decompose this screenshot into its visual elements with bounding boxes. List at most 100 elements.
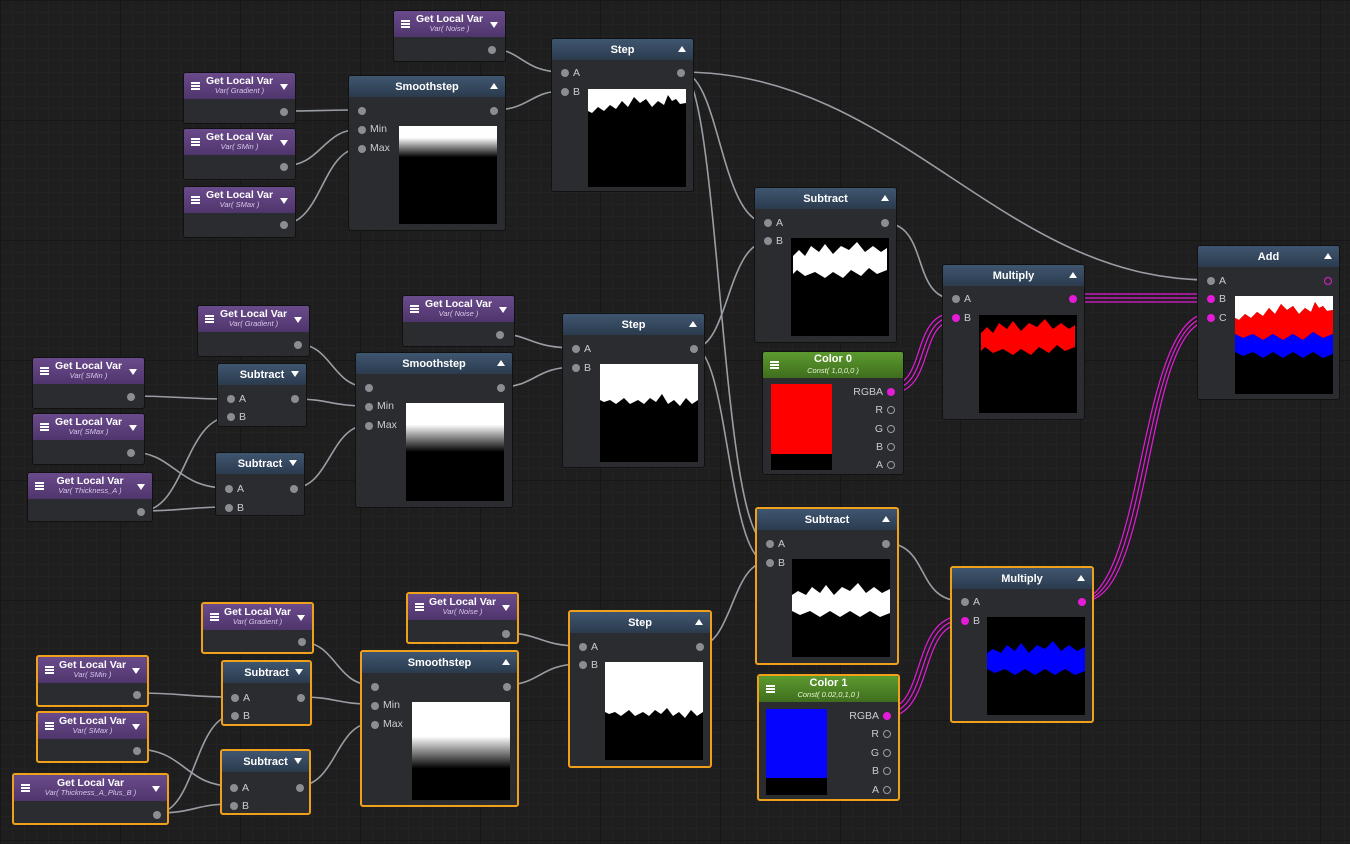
collapse-icon[interactable] <box>1324 253 1332 259</box>
menu-icon[interactable] <box>766 685 775 693</box>
dropdown-icon[interactable] <box>502 605 510 611</box>
input-port-b[interactable] <box>561 88 569 96</box>
input-port-b[interactable] <box>1207 295 1215 303</box>
input-port-a[interactable] <box>225 485 233 493</box>
input-port-b[interactable] <box>952 314 960 322</box>
dropdown-icon[interactable] <box>490 22 498 28</box>
dropdown-icon[interactable] <box>280 198 288 204</box>
input-port-b[interactable] <box>231 712 239 720</box>
input-port[interactable] <box>371 683 379 691</box>
output-port[interactable] <box>502 630 510 638</box>
dropdown-icon[interactable] <box>280 84 288 90</box>
input-port-a[interactable] <box>952 295 960 303</box>
min-port[interactable] <box>358 126 366 134</box>
input-port-b[interactable] <box>766 559 774 567</box>
output-port[interactable] <box>497 384 505 392</box>
g-output-port[interactable] <box>883 749 891 757</box>
output-port[interactable] <box>280 108 288 116</box>
a-output-port[interactable] <box>887 461 895 469</box>
collapse-icon[interactable] <box>490 83 498 89</box>
menu-icon[interactable] <box>770 361 779 369</box>
output-port[interactable] <box>1069 295 1077 303</box>
max-port[interactable] <box>358 145 366 153</box>
smoothstep-node-1[interactable]: Smoothstep Min Max <box>348 75 506 231</box>
dropdown-icon[interactable] <box>152 786 160 792</box>
menu-icon[interactable] <box>191 138 200 146</box>
dropdown-icon[interactable] <box>129 369 137 375</box>
color-swatch[interactable] <box>766 709 827 795</box>
input-port-a[interactable] <box>1207 277 1215 285</box>
dropdown-icon[interactable] <box>295 669 303 675</box>
b-output-port[interactable] <box>883 767 891 775</box>
output-port[interactable] <box>133 747 141 755</box>
b-output-port[interactable] <box>887 443 895 451</box>
subtract-node-3a[interactable]: Subtract A B <box>221 660 312 726</box>
output-port[interactable] <box>881 219 889 227</box>
subtract-node-3c[interactable]: Subtract A B <box>755 507 899 665</box>
step-node-1[interactable]: Step A B <box>551 38 694 192</box>
input-port-b[interactable] <box>961 617 969 625</box>
max-port[interactable] <box>371 721 379 729</box>
menu-icon[interactable] <box>191 196 200 204</box>
input-port-a[interactable] <box>764 219 772 227</box>
output-port[interactable] <box>1078 598 1086 606</box>
multiply-node-1[interactable]: Multiply A B <box>942 264 1085 420</box>
output-port[interactable] <box>677 69 685 77</box>
output-port[interactable] <box>690 345 698 353</box>
input-port-a[interactable] <box>227 395 235 403</box>
output-port[interactable] <box>291 395 299 403</box>
smoothstep-node-3[interactable]: Smoothstep Min Max <box>360 650 519 807</box>
output-port[interactable] <box>298 638 306 646</box>
input-port-b[interactable] <box>225 504 233 512</box>
rgba-output-port[interactable] <box>883 712 891 720</box>
menu-icon[interactable] <box>21 784 30 792</box>
rgba-output-port[interactable] <box>887 388 895 396</box>
menu-icon[interactable] <box>210 613 219 621</box>
input-port-c[interactable] <box>1207 314 1215 322</box>
output-port[interactable] <box>280 221 288 229</box>
menu-icon[interactable] <box>415 603 424 611</box>
collapse-icon[interactable] <box>689 321 697 327</box>
output-port[interactable] <box>280 163 288 171</box>
input-port[interactable] <box>365 384 373 392</box>
menu-icon[interactable] <box>191 82 200 90</box>
subtract-node-1[interactable]: Subtract A B <box>754 187 897 343</box>
min-port[interactable] <box>371 702 379 710</box>
r-output-port[interactable] <box>883 730 891 738</box>
output-port[interactable] <box>290 485 298 493</box>
step-node-3[interactable]: Step A B <box>568 610 712 768</box>
add-node[interactable]: Add A B C <box>1197 245 1340 400</box>
dropdown-icon[interactable] <box>294 317 302 323</box>
output-port[interactable] <box>490 107 498 115</box>
collapse-icon[interactable] <box>882 516 890 522</box>
smoothstep-node-2[interactable]: Smoothstep Min Max <box>355 352 513 508</box>
menu-icon[interactable] <box>40 423 49 431</box>
menu-icon[interactable] <box>205 315 214 323</box>
dropdown-icon[interactable] <box>280 140 288 146</box>
step-node-2[interactable]: Step A B <box>562 313 705 468</box>
input-port-b[interactable] <box>230 802 238 810</box>
dropdown-icon[interactable] <box>129 425 137 431</box>
g-output-port[interactable] <box>887 425 895 433</box>
output-port[interactable] <box>296 784 304 792</box>
menu-icon[interactable] <box>410 305 419 313</box>
dropdown-icon[interactable] <box>132 668 140 674</box>
input-port[interactable] <box>358 107 366 115</box>
output-port[interactable] <box>488 46 496 54</box>
dropdown-icon[interactable] <box>499 307 507 313</box>
min-port[interactable] <box>365 403 373 411</box>
menu-icon[interactable] <box>35 482 44 490</box>
output-port[interactable] <box>127 449 135 457</box>
input-port-b[interactable] <box>572 364 580 372</box>
dropdown-icon[interactable] <box>137 484 145 490</box>
output-port[interactable] <box>503 683 511 691</box>
input-port-b[interactable] <box>579 661 587 669</box>
